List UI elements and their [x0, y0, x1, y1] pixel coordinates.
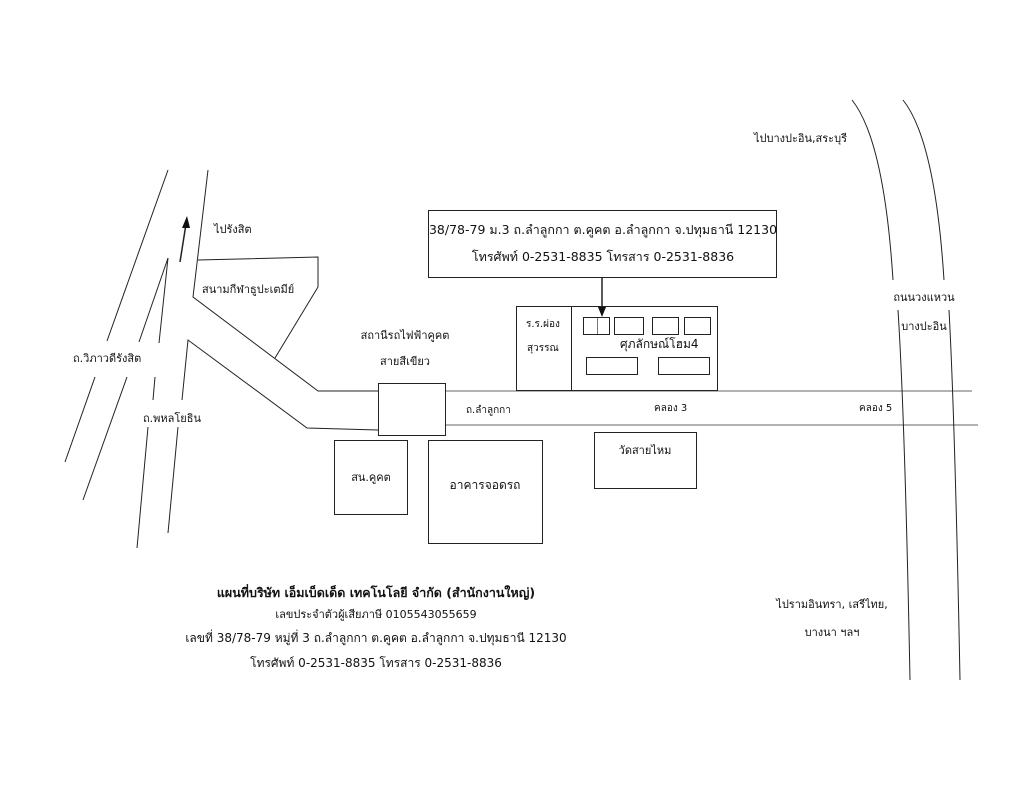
khlong3-label: คลอง 3 [654, 403, 688, 414]
khlong5-label: คลอง 5 [859, 403, 893, 414]
police-station-box [334, 440, 408, 515]
building [652, 317, 679, 335]
address-line-1: 38/78-79 ม.3 ถ.ลำลูกกา ต.คูคต อ.ลำลูกกา … [428, 222, 778, 237]
arrow-up-icon [179, 223, 187, 263]
stadium-outline [197, 256, 319, 359]
divider [571, 307, 572, 390]
parking-label: อาคารจอดรถ [449, 478, 521, 492]
building [614, 317, 644, 335]
lamlukka-road [445, 390, 978, 426]
footer-title: แผนที่บริษัท เอ็มเบ็ดเด็ด เทคโนโลยี จำกั… [216, 585, 536, 600]
temple-box [594, 432, 697, 489]
village-block [516, 306, 718, 391]
station-label-2: สายสีเขียว [380, 355, 430, 368]
company-building[interactable] [583, 317, 610, 335]
building [586, 357, 638, 375]
station-label-1: สถานีรถไฟฟ้าคูคต [360, 329, 450, 342]
footer-tax-id: เลขประจำตัวผู้เสียภาษี 0105543055659 [275, 608, 477, 621]
village-label: ศุภลักษณ์โฮม4 [620, 337, 699, 351]
police-station-label: สน.คูคต [351, 471, 391, 484]
building [658, 357, 710, 375]
to-rangsit-label: ไปรังสิต [214, 223, 252, 236]
phahonyothin-label: ถ.พหลโยธิน [143, 412, 201, 425]
school-label-2: สุวรรณ [527, 343, 559, 354]
vibhavadi-road [64, 169, 169, 501]
phahonyothin-road [136, 169, 379, 549]
building [684, 317, 711, 335]
address-box: 38/78-79 ม.3 ถ.ลำลูกกา ต.คูคต อ.ลำลูกกา … [428, 210, 777, 278]
vibhavadi-label: ถ.วิภาวดีรังสิต [73, 352, 142, 365]
station-box [378, 383, 446, 436]
ring-road [851, 99, 961, 681]
ring-road-label-1: ถนนวงแหวน [893, 291, 955, 304]
to-bangpain-label: ไปบางปะอิน,สระบุรี [754, 132, 847, 145]
to-ramintra-label-1: ไปรามอินทรา, เสรีไทย, [776, 598, 888, 611]
address-line-2: โทรศัพท์ 0-2531-8835 โทรสาร 0-2531-8836 [471, 249, 735, 264]
to-ramintra-label-2: บางนา ฯลฯ [804, 626, 860, 639]
stadium-label: สนามกีฬาธูปะเตมีย์ [202, 283, 295, 296]
temple-label: วัดสายไหม [618, 444, 672, 457]
ring-road-label-2: บางปะอิน [901, 320, 947, 333]
parking-building-box [428, 440, 543, 544]
school-label-1: ร.ร.ผ่อง [526, 319, 560, 330]
footer-phone: โทรศัพท์ 0-2531-8835 โทรสาร 0-2531-8836 [250, 656, 502, 670]
footer-address: เลขที่ 38/78-79 หมู่ที่ 3 ถ.ลำลูกกา ต.คู… [185, 631, 567, 645]
lamlukka-road-label: ถ.ลำลูกกา [466, 405, 511, 416]
